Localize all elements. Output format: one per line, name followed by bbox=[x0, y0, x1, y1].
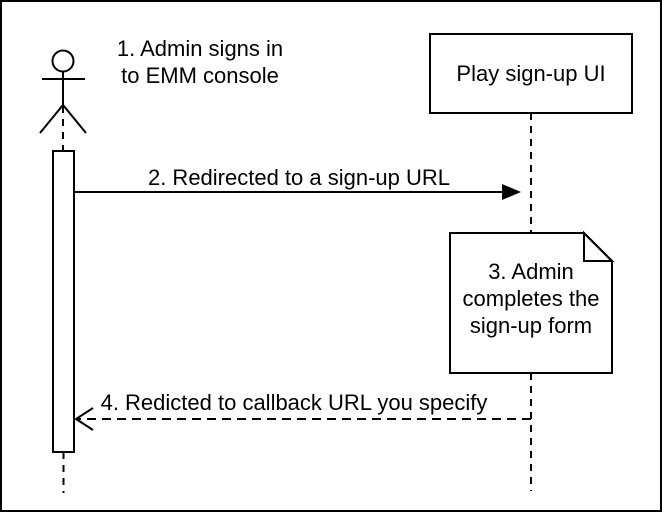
note-fold-corner-icon bbox=[583, 230, 615, 262]
message-signup-redirect-label: 2. Redirected to a sign-up URL bbox=[147, 165, 451, 190]
message-callback-redirect-label: 4. Redicted to callback URL you specify bbox=[100, 390, 488, 415]
actor-figure bbox=[39, 49, 87, 151]
message-signup-redirect-arrow bbox=[74, 184, 521, 200]
note-label: 3. Admin completes the sign-up form bbox=[462, 259, 600, 338]
note-shape bbox=[449, 230, 615, 374]
actor-activation-bar bbox=[52, 150, 75, 453]
participant-label: Play sign-up UI bbox=[456, 60, 606, 86]
note-body bbox=[449, 232, 613, 374]
actor-head bbox=[51, 49, 75, 73]
filled-arrowhead-icon bbox=[502, 184, 521, 200]
participant-box bbox=[429, 33, 633, 114]
open-arrowhead-icon bbox=[74, 407, 94, 431]
actor-step-label: 1. Admin signs in to EMM console bbox=[116, 36, 284, 88]
actor-legs bbox=[39, 103, 87, 134]
message-callback-redirect-arrow bbox=[74, 407, 531, 431]
